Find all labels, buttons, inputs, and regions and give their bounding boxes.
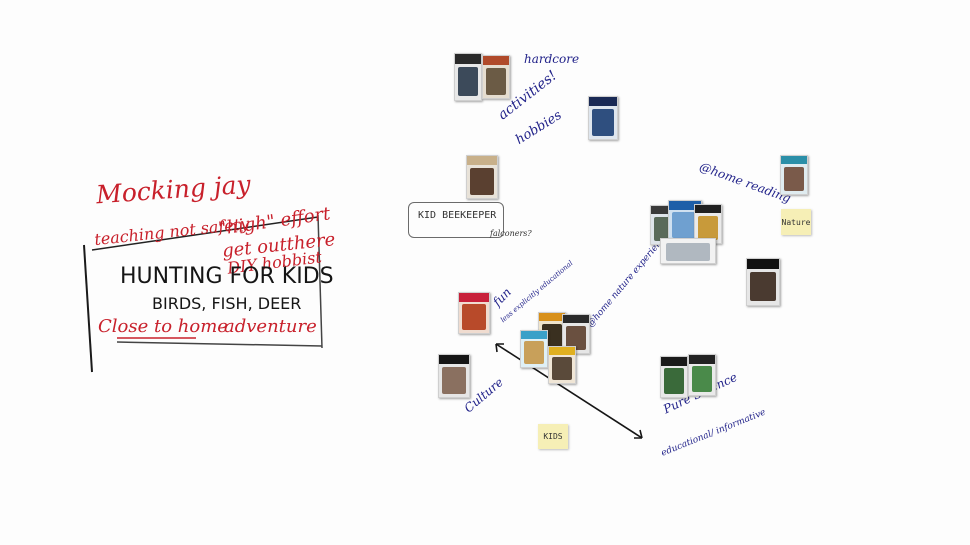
kid-beekeeper-bracket [408, 202, 504, 238]
hardcore-note: hardcore [524, 52, 580, 66]
magazine-cutout [694, 204, 722, 244]
magazine-cutout [458, 292, 490, 334]
magazine-cutout [780, 155, 808, 195]
hunting-headline: HUNTING FOR KIDS [120, 264, 334, 289]
magazine-cutout [746, 258, 780, 306]
close-to-home-note: Close to home [98, 316, 228, 337]
nature-sticky-note: Nature [781, 209, 811, 235]
kids-sticky-note: KIDS [538, 424, 568, 449]
magazine-cutout [466, 155, 498, 199]
animals-subline: BIRDS, FISH, DEER [152, 294, 302, 313]
magazine-cutout [548, 346, 576, 384]
adventure-note: adventure [224, 316, 317, 337]
magazine-cutout [454, 53, 482, 101]
magazine-cutout [660, 238, 716, 264]
magazine-cutout [588, 96, 618, 140]
magazine-cutout [688, 354, 716, 396]
falconers-note: falconers? [490, 229, 532, 238]
magazine-cutout [660, 356, 688, 398]
magazine-cutout [520, 330, 548, 368]
magazine-cutout [438, 354, 470, 398]
kid-beekeeper-note: KID BEEKEEPER [418, 210, 497, 221]
magazine-cutout [482, 55, 510, 99]
